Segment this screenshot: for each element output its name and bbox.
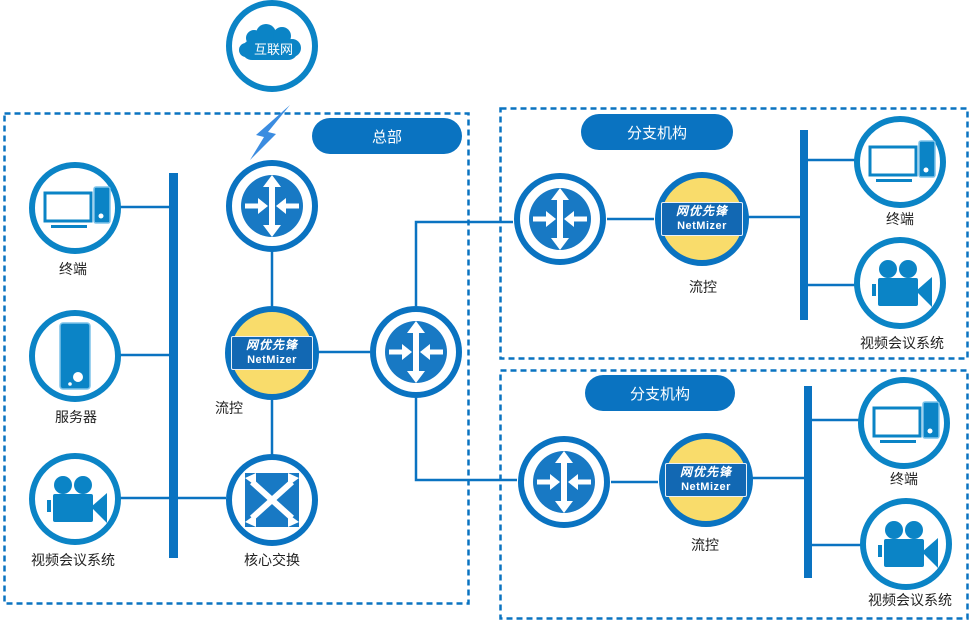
branch2-flow-control-label: 流控 <box>691 538 719 554</box>
branch1-video-conference-icon[interactable] <box>857 240 943 326</box>
netmizer-cn-text: 网优先锋 <box>675 204 728 218</box>
hq-title-badge: 总部 <box>312 118 462 154</box>
cloud-icon <box>239 24 301 60</box>
branch1-terminal-icon[interactable] <box>857 119 943 205</box>
branch2-title-badge: 分支机构 <box>585 375 735 411</box>
branch2-netmizer-logo: 网优先锋 NetMizer <box>662 436 750 524</box>
branch1-title-badge: 分支机构 <box>581 114 733 150</box>
branch2-video-conference-icon[interactable] <box>863 501 949 587</box>
branch2-boundary <box>499 369 969 620</box>
netmizer-cn-text: 网优先锋 <box>679 465 732 479</box>
branch1-boundary <box>499 107 969 360</box>
hq-core-switch-label: 核心交换 <box>244 553 300 569</box>
hq-core-switch-icon[interactable] <box>229 457 315 543</box>
hq-router-icon[interactable] <box>229 163 315 249</box>
hq-lan-bus <box>169 173 178 558</box>
hq-edge-router-icon[interactable] <box>373 309 459 395</box>
hq-terminal-icon[interactable] <box>32 165 118 251</box>
branch1-netmizer-logo: 网优先锋 NetMizer <box>658 175 746 263</box>
branch1-video-label: 视频会议系统 <box>860 336 944 352</box>
hq-terminal-label: 终端 <box>59 262 87 278</box>
hq-flow-control-label: 流控 <box>215 401 243 417</box>
wireless-link-icon <box>250 105 290 160</box>
hq-video-conference-icon[interactable] <box>32 456 118 542</box>
branch1-lan-bus <box>800 130 808 320</box>
hq-video-label: 视频会议系统 <box>31 553 115 569</box>
branch1-terminal-label: 终端 <box>886 212 914 228</box>
branch2-terminal-label: 终端 <box>890 472 918 488</box>
internet-label: 互联网 <box>254 42 294 58</box>
hq-netmizer-logo: 网优先锋 NetMizer <box>228 309 316 397</box>
internet-cloud-node[interactable] <box>226 0 318 92</box>
branch2-terminal-icon[interactable] <box>861 380 947 466</box>
branch2-lan-bus <box>804 386 812 578</box>
netmizer-cn-text: 网优先锋 <box>245 338 298 352</box>
hq-boundary <box>3 112 470 605</box>
hq-server-label: 服务器 <box>55 410 97 426</box>
hq-server-icon[interactable] <box>32 313 118 399</box>
branch2-video-label: 视频会议系统 <box>868 593 952 609</box>
branch2-router-icon[interactable] <box>521 439 607 525</box>
internet-label-wrap: 互联网 <box>229 3 315 89</box>
branch1-router-icon[interactable] <box>517 176 603 262</box>
netmizer-en-text: NetMizer <box>677 220 727 232</box>
netmizer-en-text: NetMizer <box>681 481 731 493</box>
branch1-flow-control-label: 流控 <box>689 280 717 296</box>
netmizer-en-text: NetMizer <box>247 354 297 366</box>
